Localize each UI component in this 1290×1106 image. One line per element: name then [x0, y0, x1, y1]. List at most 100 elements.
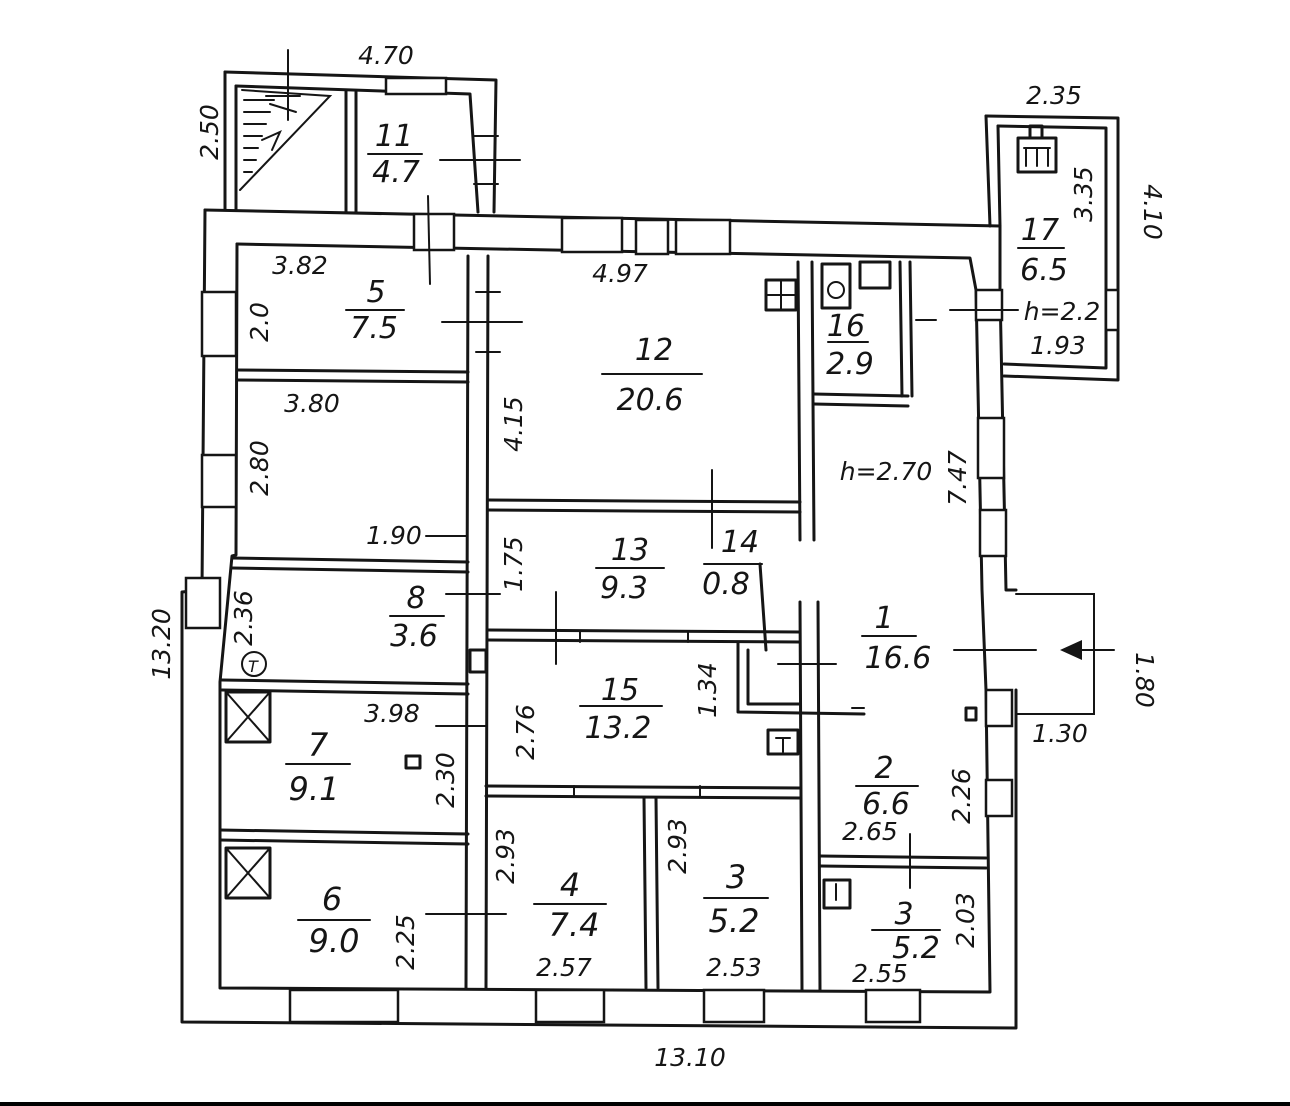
room-area: 3.6: [390, 619, 438, 654]
room-number: 14: [721, 525, 759, 560]
room-number: 15: [601, 673, 639, 708]
room-11: 11 4.7: [367, 119, 423, 190]
dim-overall-width: 13.10: [654, 1043, 726, 1072]
dim-room10-width: 3.82: [272, 251, 328, 280]
dim-annex-right-depth-outer: 4.10: [1138, 184, 1167, 240]
dim-room3-width-top: 2.65: [842, 817, 898, 846]
dim-room5-width: 2.57: [536, 953, 592, 982]
room-area: 4.7: [372, 155, 420, 190]
entry-arrow-icon: [1015, 593, 1115, 715]
room-4: 3 5.2: [703, 858, 769, 940]
dim-room2-depth: 2.26: [947, 768, 976, 824]
dim-room14-depth: 1.34: [693, 662, 722, 718]
room-area: 2.9: [826, 347, 874, 382]
room-1: 1 16.6: [861, 601, 931, 676]
room-area: 6.6: [862, 787, 910, 822]
room-area: 5.2: [709, 902, 760, 940]
meter-icon: [822, 878, 852, 910]
room-area: 20.6: [617, 383, 684, 418]
dim-room4-depth: 2.93: [663, 818, 692, 874]
room-6: 6 9.0: [297, 880, 371, 960]
room-number: 7: [308, 726, 329, 764]
dim-room8-depth: 2.36: [229, 590, 258, 646]
boiler-icon: [766, 728, 800, 756]
page-bottom-edge: [0, 1102, 1290, 1106]
room-area: 9.1: [289, 770, 340, 808]
interior-walls: [218, 254, 988, 992]
dim-room10-depth: 2.0: [245, 302, 274, 342]
dim-room15-depth: 2.76: [511, 704, 540, 760]
room-3: 3 3 5.2 5.2: [871, 897, 941, 966]
room-area: 0.8: [702, 567, 750, 602]
room-5: 4 7.4: [533, 866, 607, 944]
room-14: 14 0.8: [702, 525, 763, 602]
dimension-labels: 4.70 2.50 2.35 3.35 4.10 1.93 h=2.2 3.82…: [147, 41, 1167, 1072]
room-number: 5: [366, 275, 385, 310]
dim-room4-width: 2.53: [706, 953, 762, 982]
room-area: 13.2: [585, 711, 652, 746]
room-number: 13: [611, 533, 649, 568]
dim-room7-width: 3.98: [364, 699, 420, 728]
room-number: 3: [726, 858, 746, 896]
dim-room7-depth: 2.30: [431, 752, 460, 808]
dim-annex-left-width: 4.70: [358, 41, 414, 70]
sink-icon: [764, 278, 798, 312]
toilet-icon: [820, 260, 892, 310]
room-number: 6: [322, 880, 342, 918]
dim-annex-right-depth-inner: 3.35: [1069, 166, 1098, 222]
dim-room12-depth: 4.15: [499, 396, 528, 452]
dim-annex-right-bottom: 1.93: [1030, 331, 1086, 360]
dim-room6-depth: 2.25: [391, 914, 420, 970]
room-12: 12 20.6: [601, 333, 703, 418]
room-13: 13 9.3: [595, 533, 665, 606]
room-area: 9.3: [600, 571, 648, 606]
room-number: 4: [560, 866, 580, 904]
fixtures: T: [224, 260, 1115, 910]
door-marks: [425, 135, 1037, 915]
room-number: 16: [827, 309, 865, 344]
dim-room12-width: 4.97: [592, 259, 648, 288]
exterior-walls: [180, 208, 1018, 1030]
room-8: 8 3.6: [389, 581, 445, 654]
room-area: 7.5: [350, 311, 398, 346]
room-area: 7.4: [549, 906, 600, 944]
room-number: 12: [635, 333, 673, 368]
room-number: 2: [874, 751, 893, 786]
room-17: 17 6.5: [1017, 213, 1068, 288]
room-labels: 11 4.7 5 7.5 12 20.6 16 2.9 17 6.5 13 9.…: [285, 119, 1068, 966]
gas-meter-icon: T: [241, 651, 267, 677]
room-10: 5 7.5: [345, 275, 405, 346]
dim-annex-right-width: 2.35: [1026, 81, 1082, 110]
gas-meter-symbol: T: [248, 657, 259, 676]
dim-room5-depth: 2.93: [491, 828, 520, 884]
small-square-icon: [404, 754, 422, 770]
stair-icon: [239, 49, 333, 191]
room-number: 3: [894, 897, 913, 932]
annex-left: [223, 49, 498, 214]
room-area: 5.2: [892, 931, 940, 966]
dim-annex-left-depth: 2.50: [195, 104, 224, 160]
stove-room6-icon: [224, 846, 272, 900]
dim-porch-depth: 1.80: [1130, 652, 1159, 708]
room-number: 1: [874, 601, 893, 636]
dim-room8-width: 1.90: [366, 521, 422, 550]
room-area: 9.0: [309, 922, 360, 960]
height-annex: h=2.2: [1024, 297, 1101, 326]
room-2: 2 6.6: [855, 751, 919, 822]
dim-overall-depth: 13.20: [147, 608, 176, 680]
dim-room3-width-bottom: 2.55: [852, 959, 908, 988]
room-15: 15 13.2: [579, 673, 663, 746]
room-number: 8: [406, 581, 425, 616]
dim-room13-depth: 1.75: [499, 536, 528, 592]
room-number: 11: [375, 119, 413, 154]
height-main: h=2.70: [840, 457, 932, 486]
dim-room3-depth: 2.03: [951, 892, 980, 948]
dim-room9-depth: 2.80: [245, 440, 274, 496]
annex-right: [984, 114, 1120, 382]
room-area: 6.5: [1020, 253, 1068, 288]
room-7: 7 9.1: [285, 726, 351, 808]
stove-icon: [1016, 124, 1058, 174]
dim-room1-depth: 7.47: [943, 450, 972, 506]
dim-room9-width: 3.80: [284, 389, 340, 418]
